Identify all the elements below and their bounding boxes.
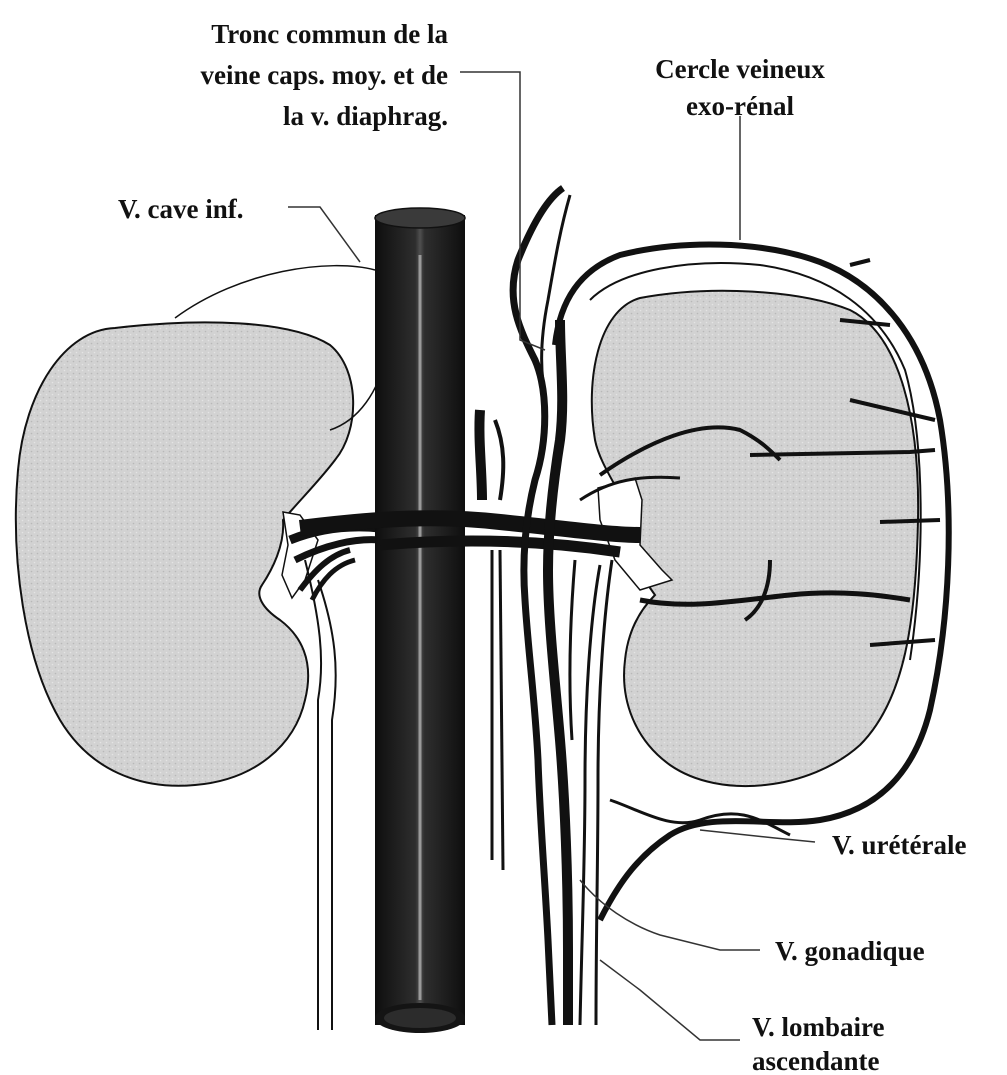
gonadal-vein: [548, 320, 568, 1025]
leader-ureterale: [700, 830, 815, 842]
label-gonadique: V. gonadique: [775, 936, 925, 966]
label-tronc-line3: la v. diaphrag.: [283, 101, 448, 131]
left-ureter: [305, 560, 321, 1030]
label-cave-inf: V. cave inf.: [118, 194, 244, 224]
leader-cave: [288, 207, 360, 262]
label-tronc-line2: veine caps. moy. et de: [201, 60, 448, 90]
label-lombaire-line2: ascendante: [752, 1046, 880, 1075]
leader-lombaire: [600, 960, 740, 1040]
inferior-vena-cava: [375, 208, 465, 1033]
label-cercle-line1: Cercle veineux: [655, 54, 825, 84]
label-lombaire-line1: V. lombaire: [752, 1012, 885, 1042]
label-ureterale: V. urétérale: [832, 830, 966, 860]
central-small-vessel: [479, 410, 482, 500]
label-tronc-line1: Tronc commun de la: [211, 19, 448, 49]
left-capsular-vein: [175, 266, 375, 318]
ureteric-vein: [610, 800, 790, 835]
label-cercle-line2: exo-rénal: [686, 91, 794, 121]
leader-gonadique: [580, 880, 760, 950]
leader-tronc: [460, 72, 545, 350]
